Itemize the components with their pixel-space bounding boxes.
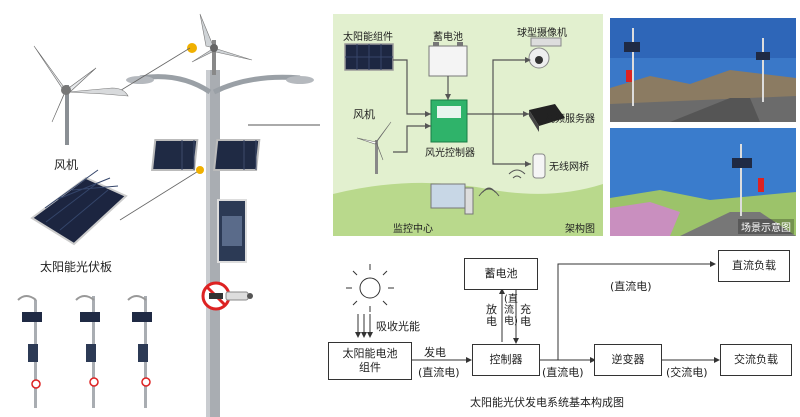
- pole-solar-panels: [151, 139, 261, 171]
- solar-module-box: 太阳能电池 组件: [328, 342, 412, 380]
- left-illustration: 风机 太阳能光伏板: [0, 0, 320, 417]
- pole-wind-turbine: [187, 13, 253, 75]
- arch-dome-camera-icon: [528, 37, 562, 69]
- arch-video-server-icon: [529, 104, 565, 132]
- wind-turbine-label: 风机: [54, 158, 79, 172]
- scene-photo-1: [610, 18, 796, 122]
- dc-label-2: (直流电): [542, 366, 584, 379]
- inverter-box: 逆变器: [594, 344, 662, 376]
- controller-box: 控制器: [472, 344, 540, 376]
- solar-panel-label: 太阳能光伏板: [40, 260, 113, 274]
- solar-panel: [30, 169, 128, 246]
- dc-label-top: (直流电): [610, 280, 652, 293]
- ac-label: (交流电): [666, 366, 708, 379]
- discharge-label: 放 电: [486, 303, 497, 328]
- battery-box: 蓄电池: [464, 258, 538, 290]
- arch-video-server-label: 视频服务器: [545, 114, 595, 125]
- arch-monitor-center-label: 监控中心: [393, 224, 433, 235]
- scene-photo-caption: 场景示意图: [738, 219, 794, 234]
- dc-label-1: (直流电): [418, 366, 460, 379]
- arch-wireless-bridge-icon: [532, 153, 546, 179]
- arch-dome-camera-label: 球型摄像机: [517, 28, 567, 39]
- arch-caption: 架构图: [565, 224, 595, 235]
- arch-battery-icon: [428, 45, 468, 77]
- charge-label: 充 电: [520, 303, 531, 328]
- system-diagram: 吸收光能 太阳能电池 组件 发电 (直流电) 蓄电池 放 电 (直 流 电) 充…: [320, 244, 800, 417]
- arch-battery-label: 蓄电池: [433, 32, 463, 43]
- small-pole-2: [75, 295, 100, 408]
- arch-monitor-center-icon: [430, 183, 474, 215]
- arch-controller-label: 风光控制器: [425, 148, 475, 159]
- small-pole-3: [127, 295, 152, 408]
- architecture-panel: 太阳能组件 蓄电池 球型摄像机 风机 风光控制器 视频服务器 无线网桥 监控中心…: [333, 14, 603, 236]
- no-parking-sign: [201, 281, 231, 311]
- sun-icon: [346, 264, 394, 312]
- scene-photo-2: 场景示意图: [610, 128, 796, 236]
- arch-wireless-bridge-label: 无线网桥: [549, 162, 589, 173]
- dc-load-box: 直流负载: [718, 250, 790, 282]
- arch-wind-turbine-icon: [356, 121, 392, 174]
- system-diagram-title: 太阳能光伏发电系统基本构成图: [470, 396, 624, 409]
- ac-load-box: 交流负载: [720, 344, 792, 376]
- small-pole-1: [17, 295, 42, 408]
- sun-label: 吸收光能: [376, 320, 420, 333]
- arch-solar-module-label: 太阳能组件: [343, 32, 393, 43]
- wind-turbine: [33, 45, 129, 145]
- arch-wind-turbine-label: 风机: [353, 108, 375, 121]
- dc-label-vertical: (直 流 电): [504, 294, 518, 327]
- generate-label: 发电: [424, 346, 446, 359]
- pole-camera: [225, 291, 253, 301]
